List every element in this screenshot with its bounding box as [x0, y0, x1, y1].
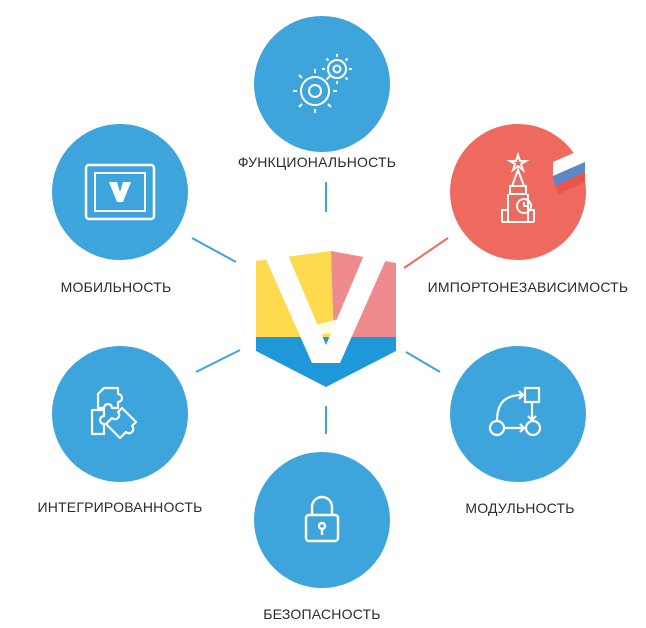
- connector-modularity: [405, 351, 441, 373]
- kremlin-tower-clock-icon: [501, 152, 535, 223]
- import-independence-label: ИМПОРТОНЕЗАВИСИМОСТЬ: [427, 279, 629, 295]
- mobility-label: МОБИЛЬНОСТЬ: [60, 279, 172, 295]
- puzzle-pieces-icon: [90, 386, 138, 440]
- integration-label: ИНТЕГРИРОВАННОСТЬ: [37, 499, 203, 515]
- security-label: БЕЗОПАСНОСТЬ: [263, 606, 381, 622]
- modularity-circle: [450, 346, 586, 482]
- modularity-label: МОДУЛЬНОСТЬ: [465, 500, 575, 516]
- security-circle: [254, 452, 390, 588]
- padlock-icon: [304, 495, 340, 543]
- tablet-screen-icon: [84, 163, 156, 221]
- gears-icon: [293, 54, 352, 113]
- integration-circle: [52, 346, 188, 482]
- connector-mobility: [191, 237, 237, 263]
- v-logo-icon: [256, 251, 396, 387]
- mobility-circle: [52, 124, 188, 260]
- functionality-label: ФУНКЦИОНАЛЬНОСТЬ: [237, 154, 397, 170]
- functionality-circle: [254, 16, 390, 152]
- flag-icon: [553, 148, 585, 194]
- connector-import-independence: [403, 237, 449, 269]
- connector-integration: [195, 349, 241, 373]
- workflow-diagram-icon: [488, 386, 542, 437]
